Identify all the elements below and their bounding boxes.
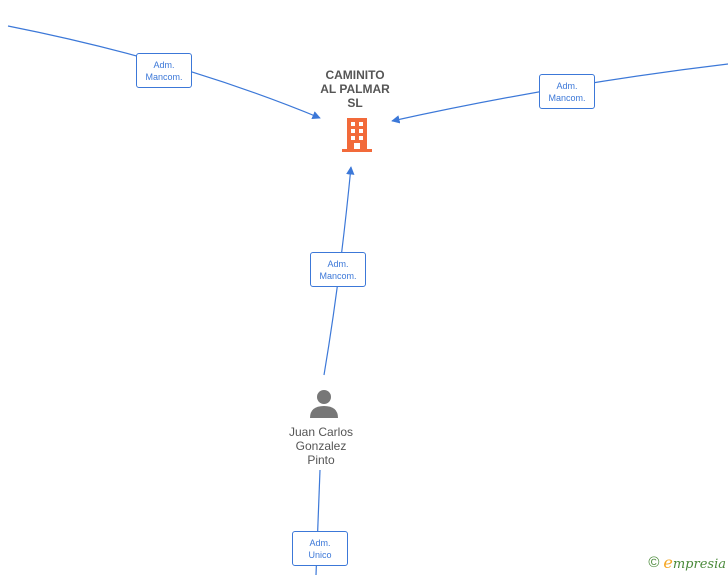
relation-role: Adm. [309, 537, 331, 548]
company-title-line: CAMINITO [325, 68, 385, 82]
relation-role: Adm. [327, 258, 349, 269]
building-icon[interactable] [341, 116, 373, 153]
person-node-title[interactable]: Juan Carlos Gonzalez Pinto [271, 425, 371, 467]
relation-label-top-right[interactable]: Adm. Mancom. [539, 74, 595, 109]
relation-role-type: Mancom. [548, 92, 586, 103]
brand-logo: empresia [663, 553, 726, 572]
company-title-line: SL [347, 96, 363, 110]
relation-role-type: Mancom. [145, 71, 183, 82]
company-node-title[interactable]: CAMINITO AL PALMAR SL [305, 68, 405, 110]
relation-label-person[interactable]: Adm. Mancom. [310, 252, 366, 287]
copyright-icon: © [648, 554, 660, 571]
relation-label-top-left[interactable]: Adm. Mancom. [136, 53, 192, 88]
person-title-line: Gonzalez [295, 439, 347, 453]
company-title-line: AL PALMAR [320, 82, 390, 96]
relation-label-bottom[interactable]: Adm. Unico [292, 531, 348, 566]
brand-logo-initial: e [663, 553, 673, 572]
person-title-line: Juan Carlos [288, 425, 354, 439]
relation-role-type: Unico [308, 549, 332, 560]
brand-watermark: © empresia [648, 553, 726, 572]
person-icon[interactable] [309, 388, 339, 418]
relation-role: Adm. [556, 80, 578, 91]
person-title-line: Pinto [307, 453, 335, 467]
relation-role: Adm. [153, 59, 175, 70]
brand-logo-text: mpresia [672, 557, 726, 572]
relation-role-type: Mancom. [319, 270, 357, 281]
